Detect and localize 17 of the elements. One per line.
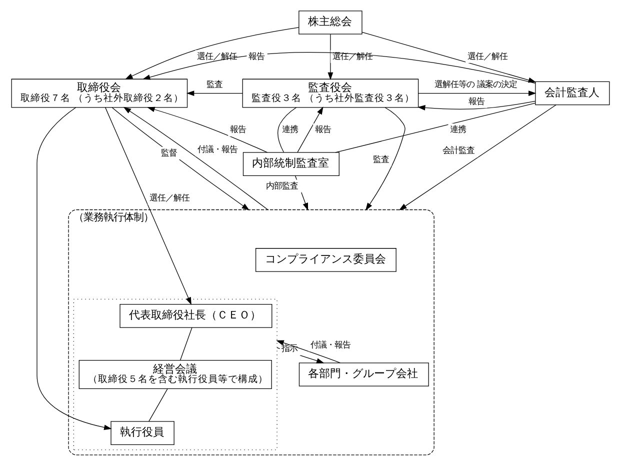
edge-label: 付議・報告 [196,144,237,154]
edge-label: 監査 [206,79,222,90]
edge-label: 報告 [314,124,331,134]
edge-label: 報告 [468,96,484,106]
edge-label: 連携 [450,124,466,134]
edge-label: 報告 [230,124,246,134]
edge-label: 選任／解任 [149,192,190,202]
edge-label: 連携 [282,124,298,134]
edge-label: 選解任等の 議案の決定 [434,79,517,90]
edge-label: 会計監査 [442,145,474,156]
edge-label: 報告 [248,50,264,61]
edge-label: 指示 [281,343,298,354]
edge-label: 監査 [372,154,389,164]
edge-label: 選任／解任 [467,50,508,61]
edge-label: 付議・報告 [310,339,350,350]
edge-label: 監督 [160,147,176,158]
edge-label: 内部監査 [266,180,298,190]
